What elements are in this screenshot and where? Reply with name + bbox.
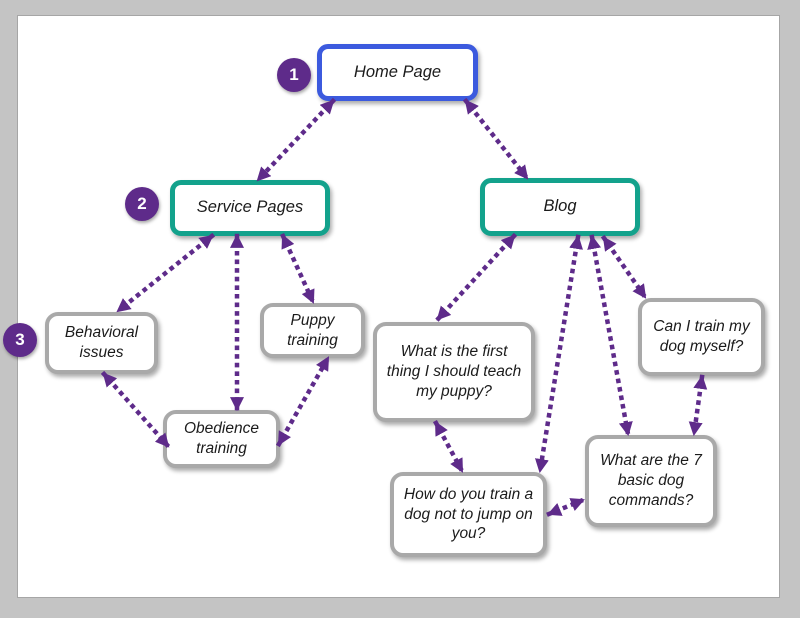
level-1-badge: 1 <box>277 58 311 92</box>
node-question-first-thing-label: What is the first thing I should teach m… <box>386 343 522 400</box>
node-question-commands-label: What are the 7 basic dog commands? <box>600 452 702 509</box>
node-blog-label: Blog <box>543 197 577 216</box>
node-home-page-label: Home Page <box>353 62 442 81</box>
node-question-commands[interactable]: What are the 7 basic dog commands? <box>585 435 717 527</box>
node-blog[interactable]: Blog <box>480 178 640 236</box>
node-question-jump-label: How do you train a dog not to jump on yo… <box>403 485 534 543</box>
level-3-badge: 3 <box>3 323 37 357</box>
node-home-page[interactable]: Home Page <box>317 44 478 101</box>
node-puppy-training[interactable]: Puppy training <box>260 303 365 358</box>
node-question-myself[interactable]: Can I train my dog myself? <box>638 298 765 376</box>
node-service-pages-label: Service Pages <box>196 198 304 217</box>
level-2-badge: 2 <box>125 187 159 221</box>
node-service-pages[interactable]: Service Pages <box>170 180 330 236</box>
node-puppy-training-label: Puppy training <box>287 311 338 349</box>
node-obedience-training-label: Obedience training <box>184 420 259 457</box>
node-behavioral-issues-label: Behavioral issues <box>64 324 139 361</box>
node-question-first-thing[interactable]: What is the first thing I should teach m… <box>373 322 535 422</box>
node-question-jump[interactable]: How do you train a dog not to jump on yo… <box>390 472 547 557</box>
node-obedience-training[interactable]: Obedience training <box>163 410 280 468</box>
node-behavioral-issues[interactable]: Behavioral issues <box>45 312 158 374</box>
node-question-myself-label: Can I train my dog myself? <box>653 318 750 355</box>
